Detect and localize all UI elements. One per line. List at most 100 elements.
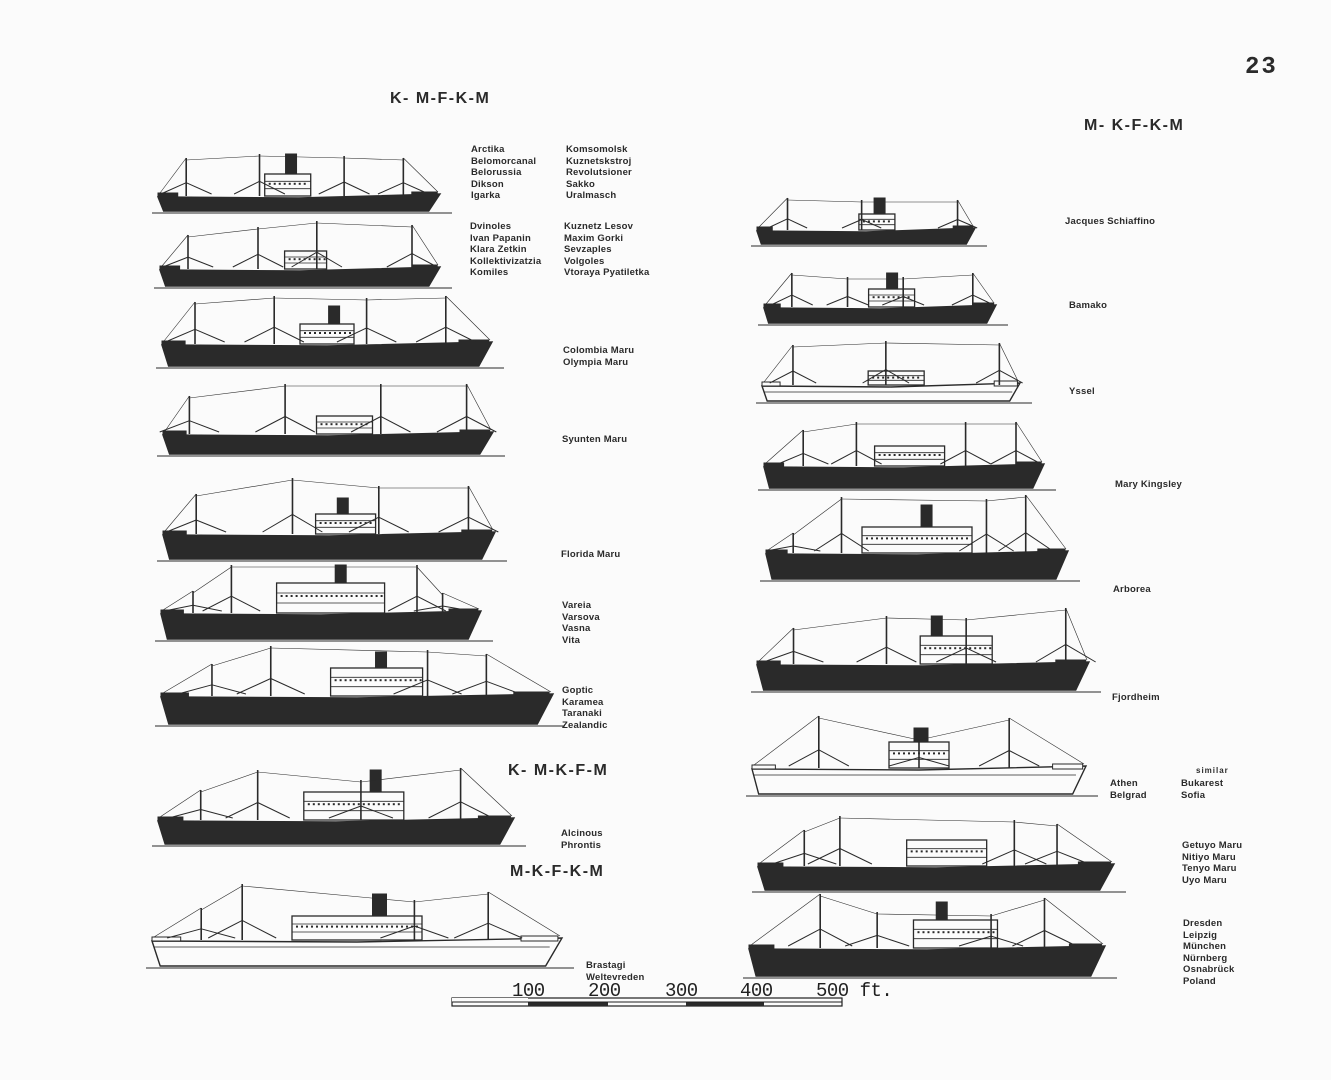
stay	[841, 498, 987, 502]
stay	[162, 590, 194, 611]
derrick	[975, 369, 1000, 384]
stay	[468, 485, 494, 531]
stay	[818, 717, 920, 741]
hull	[765, 550, 1070, 580]
derrick	[830, 450, 857, 465]
derrick	[804, 852, 837, 865]
derrick	[316, 251, 343, 268]
poop-deck	[159, 265, 181, 271]
derrick	[318, 181, 345, 195]
stay	[445, 295, 491, 341]
hull	[763, 463, 1046, 489]
forecastle	[1068, 943, 1102, 950]
derrick	[767, 218, 788, 229]
poop-deck	[157, 816, 184, 822]
stay	[803, 423, 857, 433]
stay	[758, 627, 794, 662]
derrick	[792, 370, 817, 384]
derrick	[416, 595, 447, 612]
ship-names: Syunten Maru	[562, 434, 627, 446]
derrick	[1015, 450, 1042, 465]
ship-name: Tenyo Maru	[1182, 863, 1237, 874]
forecastle	[461, 529, 493, 536]
funnel	[372, 893, 387, 917]
derrick	[336, 327, 367, 343]
derrick	[177, 684, 213, 695]
superstructure	[867, 370, 925, 386]
stay	[1014, 821, 1058, 827]
forecastle	[520, 935, 559, 942]
stay	[366, 297, 446, 301]
funnel	[328, 305, 341, 325]
ship-name: Vareia	[562, 600, 592, 611]
hull	[756, 661, 1091, 691]
funnel	[913, 727, 929, 743]
ship-name: Kollektivizatzia	[470, 255, 542, 267]
stay	[793, 498, 842, 536]
derrick	[200, 809, 233, 819]
derrick	[886, 646, 917, 663]
forecastle	[459, 429, 491, 436]
derrick	[241, 919, 277, 939]
hull	[757, 863, 1116, 891]
stay	[159, 157, 187, 194]
ship-silhouette	[756, 341, 1032, 404]
poop-deck	[756, 226, 773, 232]
ship-names: Yssel	[1069, 386, 1095, 398]
stay	[1025, 494, 1067, 550]
stay	[344, 157, 404, 161]
derrick	[428, 801, 461, 819]
derrick	[202, 595, 232, 612]
derrick	[166, 519, 197, 533]
derrick	[194, 328, 225, 343]
scale-label-500: 500 ft.	[816, 980, 893, 1002]
stay	[164, 395, 190, 432]
derrick	[466, 416, 497, 433]
heading-kmkfm: K- M-K-F-M	[508, 762, 609, 779]
derrick	[965, 647, 997, 663]
derrick	[940, 450, 966, 465]
derrick	[259, 180, 286, 195]
funnel	[873, 197, 886, 215]
derrick	[1044, 930, 1077, 947]
ship-names: Florida Maru	[561, 549, 620, 561]
ship-name: Zealandic	[562, 719, 608, 731]
ship-silhouette	[751, 607, 1101, 693]
ship-name: Belomorcanal	[471, 155, 537, 167]
stay	[1044, 897, 1104, 945]
derrick	[819, 928, 853, 947]
hull	[156, 193, 442, 212]
derrick	[160, 182, 187, 195]
stay	[162, 663, 213, 694]
derrick	[438, 516, 469, 533]
ship-names: Mary Kingsley	[1115, 479, 1182, 491]
derrick	[387, 595, 418, 612]
ship-name: Belorussia	[471, 167, 522, 178]
derrick	[770, 294, 793, 306]
derrick	[1065, 643, 1096, 663]
derrick	[189, 420, 220, 433]
ship-silhouette	[743, 893, 1117, 979]
ship-name: Phrontis	[561, 839, 602, 851]
ship-name: Vtoraya Pyatiletka	[564, 267, 650, 278]
derrick	[986, 533, 1014, 552]
stay	[1065, 607, 1088, 661]
stay	[488, 891, 561, 937]
stay	[414, 893, 489, 903]
stay	[918, 719, 1010, 741]
poop-deck	[161, 340, 186, 346]
derrick	[445, 326, 476, 343]
derrick	[856, 646, 887, 663]
stay	[750, 893, 821, 946]
ship-name: Komiles	[470, 267, 509, 278]
ship-silhouette	[155, 646, 565, 727]
derrick	[350, 416, 382, 433]
stay	[966, 609, 1066, 621]
funnel	[336, 497, 349, 515]
ship-silhouette	[152, 767, 526, 847]
forecastle	[448, 608, 479, 615]
ship-name: Dresden	[1183, 918, 1223, 929]
poop-deck	[162, 430, 187, 436]
